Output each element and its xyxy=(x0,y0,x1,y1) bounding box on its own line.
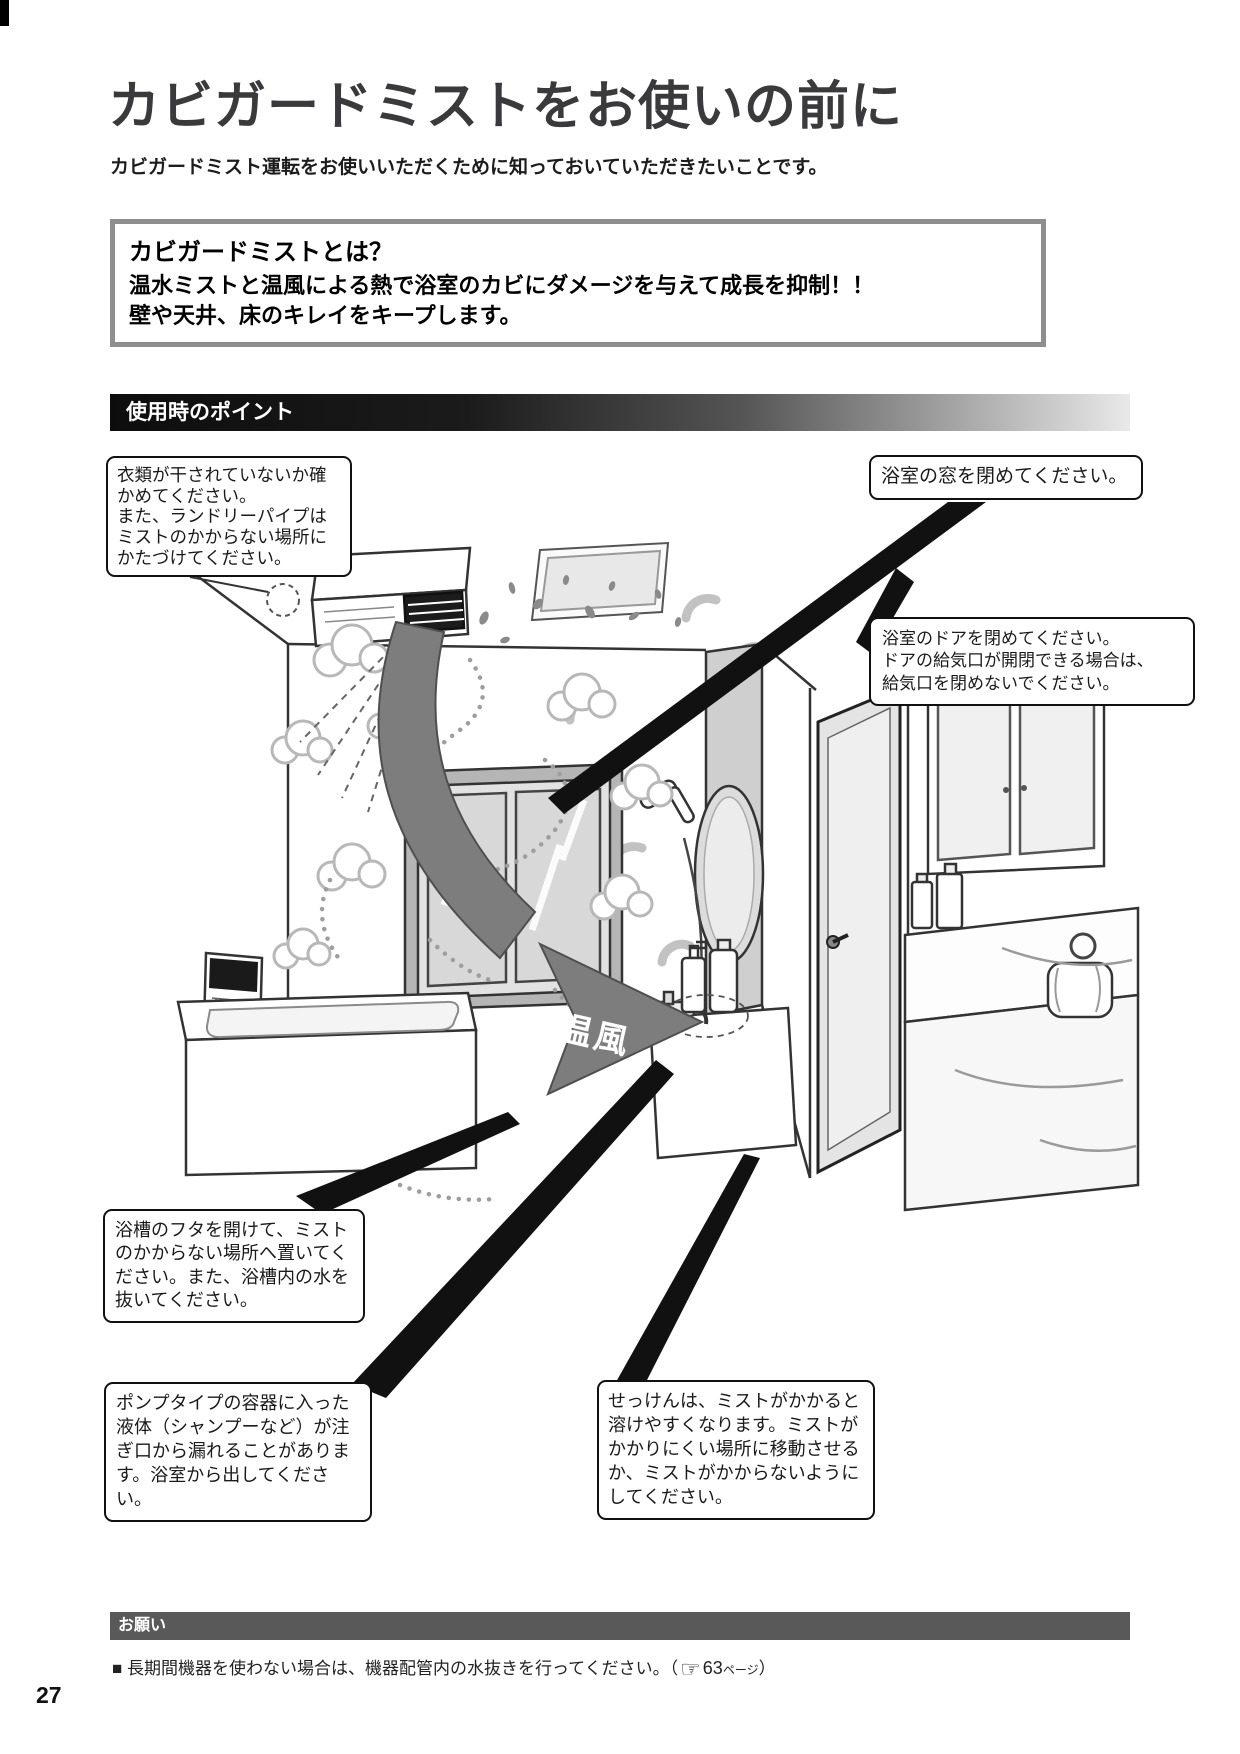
about-mist-box: カビガードミストとは？ 温水ミストと温風による熱で浴室のカビにダメージを与えて成… xyxy=(110,219,1046,348)
intro-text: カビガードミスト運転をお使いいただくために知っておいていただきたいことです。 xyxy=(110,157,828,178)
leader-laundry xyxy=(189,576,300,617)
callout-bathtub: 浴槽のフタを開けて、ミストのかからない場所へ置いてください。また、浴槽内の水を抜… xyxy=(103,1209,365,1323)
bathtub xyxy=(176,991,478,1177)
ceiling-access-panel xyxy=(530,541,670,622)
callout-soap: せっけんは、ミストがかかると溶けやすくなります。ミストがかかりにくい場所に移動さ… xyxy=(597,1380,875,1520)
page-ref-unit: ページ xyxy=(722,1663,759,1677)
leader-bathtub xyxy=(296,1112,520,1214)
callout-laundry: 衣類が干されていないか確かめてください。 また、ランドリーパイプはミストのかから… xyxy=(106,456,352,578)
window xyxy=(403,762,624,1012)
section-header-usage-points: 使用時のポイント xyxy=(110,394,1130,431)
leader-soap xyxy=(616,1154,760,1382)
callout-leader-wedges xyxy=(296,502,986,1398)
page-ref-hand-icon: ☞ xyxy=(680,1656,701,1682)
page-ref-number: 63 xyxy=(702,1658,723,1678)
notice-bar: お願い xyxy=(110,1612,1130,1640)
about-mist-line1: 温水ミストと温風による熱で浴室のカビにダメージを与えて成長を抑制！！ xyxy=(129,273,875,298)
callout-window: 浴室の窓を閉めてください。 xyxy=(869,455,1143,500)
cabinet-bottles xyxy=(910,862,964,930)
page-title: カビガードミストをお使いの前に xyxy=(108,78,904,136)
callout-pump: ポンプタイプの容器に入った液体（シャンプーなど）が注ぎ口から漏れることがあります… xyxy=(104,1382,372,1522)
note-close: ） xyxy=(758,1659,776,1678)
leader-pump xyxy=(352,1060,674,1398)
warm-air-arrow: 温風 xyxy=(377,620,705,1096)
about-mist-line2: 壁や天井、床のキレイをキープします。 xyxy=(129,302,522,328)
drain-water-note: ■ 長期間機器を使わない場合は、機器配管内の水抜きを行ってください。（☞63ペー… xyxy=(112,1654,776,1683)
note-text: 長期間機器を使わない場合は、機器配管内の水抜きを行ってください。（ xyxy=(127,1659,679,1678)
towel-ring xyxy=(1046,932,1114,1019)
callout-door: 浴室のドアを閉めてください。 ドアの給気口が開閉できる場合は、 給気口を閉めない… xyxy=(869,617,1195,707)
print-crop-mark xyxy=(0,0,9,26)
page-number: 27 xyxy=(36,1682,62,1708)
mirror-cabinet xyxy=(926,666,1106,876)
mist-speckles xyxy=(479,575,682,644)
door xyxy=(816,685,902,1175)
oval-mirror xyxy=(693,784,765,964)
leader-window xyxy=(548,502,986,814)
note-bullet: ■ xyxy=(112,1659,123,1678)
about-mist-heading: カビガードミストとは？ xyxy=(129,239,393,266)
air-swirls xyxy=(954,946,1137,1153)
